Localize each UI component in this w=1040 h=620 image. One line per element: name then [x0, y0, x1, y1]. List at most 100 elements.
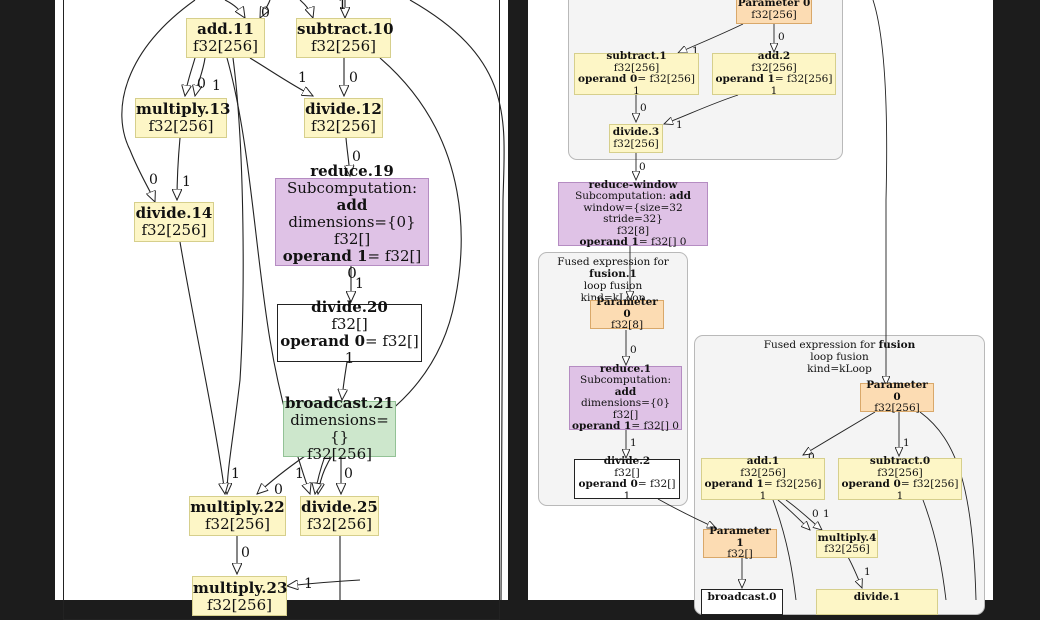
node-title: divide.12 — [305, 100, 382, 118]
node-shape: f32[256] — [824, 543, 870, 555]
edge-label: 1 — [231, 466, 240, 482]
node-divide-14[interactable]: divide.14 f32[256] — [134, 202, 214, 242]
edge-label: 1 — [298, 70, 307, 86]
node-dimensions: dimensions={0} — [288, 212, 416, 231]
node-operand: operand 0= f32[] 1 — [280, 332, 419, 367]
node-shape: f32[256] — [751, 8, 797, 21]
edge-label: 1 — [903, 437, 910, 449]
node-title: divide.25 — [301, 498, 378, 516]
edge-label: 1 — [182, 174, 191, 190]
node-title: divide.2 — [603, 455, 651, 467]
node-title: subtract.0 — [869, 455, 931, 467]
node-shape: f32[256] — [141, 221, 207, 239]
node-subcomputation: Subcomputation: add — [575, 190, 691, 202]
node-title: add.1 — [746, 455, 780, 467]
node-multiply-13[interactable]: multiply.13 f32[256] — [135, 98, 230, 138]
right-graph-panel: Fused expression for fusion.1 loop fusio… — [528, 0, 993, 615]
node-shape: f32[] — [612, 408, 639, 421]
node-divide-3[interactable]: divide.3 f32[256] — [609, 124, 663, 153]
node-shape: f32[256] — [205, 515, 270, 533]
node-shape: f32[] — [727, 548, 753, 561]
node-shape: f32[256] — [874, 402, 920, 415]
node-subtract-1[interactable]: subtract.1 f32[256] operand 0= f32[256] … — [574, 50, 699, 96]
node-add-1[interactable]: add.1 f32[256] operand 1= f32[256] 1 — [701, 455, 825, 502]
edge-label: 0 — [197, 76, 206, 92]
node-divide-1[interactable]: divide.1 — [816, 589, 938, 615]
node-multiply-23[interactable]: multiply.23 f32[256] — [192, 576, 287, 616]
cluster-title: Fused expression for fusion.1 — [557, 256, 669, 280]
edge-label: 1 — [338, 0, 347, 13]
node-broadcast-0[interactable]: broadcast.0 — [701, 589, 783, 615]
node-dimensions: dimensions={0} — [580, 397, 671, 409]
node-title: multiply.22 — [190, 498, 285, 516]
node-title: add.11 — [197, 20, 254, 38]
node-title: subtract.1 — [606, 50, 667, 62]
node-title: Parameter 0 — [866, 379, 928, 403]
node-title: reduce.1 — [599, 362, 652, 375]
node-title: add.2 — [757, 50, 791, 62]
node-multiply-4[interactable]: multiply.4 f32[256] — [816, 530, 878, 558]
node-divide-2[interactable]: divide.2 f32[] operand 0= f32[] 1 — [574, 455, 680, 501]
node-shape: f32[256] — [613, 137, 659, 150]
node-shape: f32[256] — [307, 445, 372, 463]
node-title: multiply.23 — [193, 579, 288, 597]
node-operand: operand 1= f32[256] 1 — [704, 478, 822, 502]
node-divide-25[interactable]: divide.25 f32[256] — [300, 496, 379, 536]
node-shape: f32[256] — [148, 117, 214, 135]
edge-label: 1 — [676, 119, 683, 131]
node-title: Parameter 1 — [709, 525, 771, 549]
edge-label: 1 — [823, 508, 830, 520]
edge-label: 0 — [778, 31, 785, 43]
node-title: divide.3 — [612, 126, 660, 138]
edge-label: 1 — [295, 466, 304, 482]
edge-label: 1 — [630, 437, 637, 449]
node-add-2[interactable]: add.2 f32[256] operand 1= f32[256] 1 — [712, 50, 836, 97]
node-shape: f32[] — [614, 466, 640, 479]
node-divide-20[interactable]: divide.20 f32[] operand 0= f32[] 1 — [277, 299, 422, 367]
node-shape: f32[256] — [751, 61, 797, 74]
node-window: window={size=32 stride=32} — [583, 201, 683, 225]
node-subtract-10[interactable]: subtract.10 f32[256] — [296, 18, 394, 58]
edge-label: 0 — [349, 70, 358, 86]
node-title: divide.1 — [853, 591, 901, 603]
node-shape: f32[256] — [193, 37, 258, 55]
node-title: reduce.19 — [310, 161, 394, 180]
node-shape: f32[256] — [877, 466, 923, 479]
node-shape: f32[256] — [307, 515, 372, 533]
cluster-fusion-kind: loop fusion — [810, 351, 869, 363]
node-shape: f32[256] — [311, 117, 376, 135]
node-title: broadcast.21 — [285, 394, 394, 412]
node-subcomputation: Subcomputation: add — [580, 374, 671, 398]
node-title: reduce-window — [588, 178, 678, 191]
node-title: broadcast.0 — [707, 591, 777, 603]
node-shape: f32[] — [333, 229, 371, 248]
node-divide-12[interactable]: divide.12 f32[256] — [304, 98, 383, 138]
node-shape: f32[256] — [613, 61, 660, 74]
node-title: multiply.4 — [817, 531, 877, 544]
node-operand: operand 1= f32[] 0 — [282, 246, 422, 282]
node-title: subtract.10 — [297, 20, 394, 38]
node-title: Parameter 0 — [596, 296, 658, 320]
node-parameter-0-top[interactable]: Parameter 0 f32[256] — [736, 0, 812, 24]
node-operand: operand 0= f32[256] 1 — [841, 478, 959, 502]
cluster-title: Fused expression for fusion — [763, 339, 916, 351]
node-title: Parameter 0 — [737, 0, 811, 9]
node-multiply-22[interactable]: multiply.22 f32[256] — [189, 496, 286, 536]
node-reduce-1[interactable]: reduce.1 Subcomputation: add dimensions=… — [569, 362, 682, 432]
node-broadcast-21[interactable]: broadcast.21 dimensions={} f32[256] — [283, 395, 396, 463]
node-parameter-0-fusion[interactable]: Parameter 0 f32[256] — [860, 379, 934, 415]
edge-label: 1 — [304, 576, 313, 592]
node-reduce-window[interactable]: reduce-window Subcomputation: add window… — [558, 178, 708, 248]
edge-label: 0 — [149, 172, 158, 188]
edge-label: 1 — [212, 78, 221, 94]
node-parameter-0-fusion1[interactable]: Parameter 0 f32[8] — [590, 296, 664, 331]
node-add-11[interactable]: add.11 f32[256] — [186, 18, 265, 58]
edge-label: 0 — [630, 344, 637, 356]
node-reduce-19[interactable]: reduce.19 Subcomputation: add dimensions… — [275, 162, 429, 281]
node-subcomputation: Subcomputation: add — [287, 178, 417, 214]
node-parameter-1[interactable]: Parameter 1 f32[] — [703, 525, 777, 561]
left-graph-panel: 0 1 add.11 f32[256] subtract.10 f32[256]… — [55, 0, 508, 620]
node-subtract-0[interactable]: subtract.0 f32[256] operand 0= f32[256] … — [838, 455, 962, 502]
node-operand: operand 1= f32[256] 1 — [715, 73, 833, 97]
node-shape: f32[] — [331, 315, 368, 333]
